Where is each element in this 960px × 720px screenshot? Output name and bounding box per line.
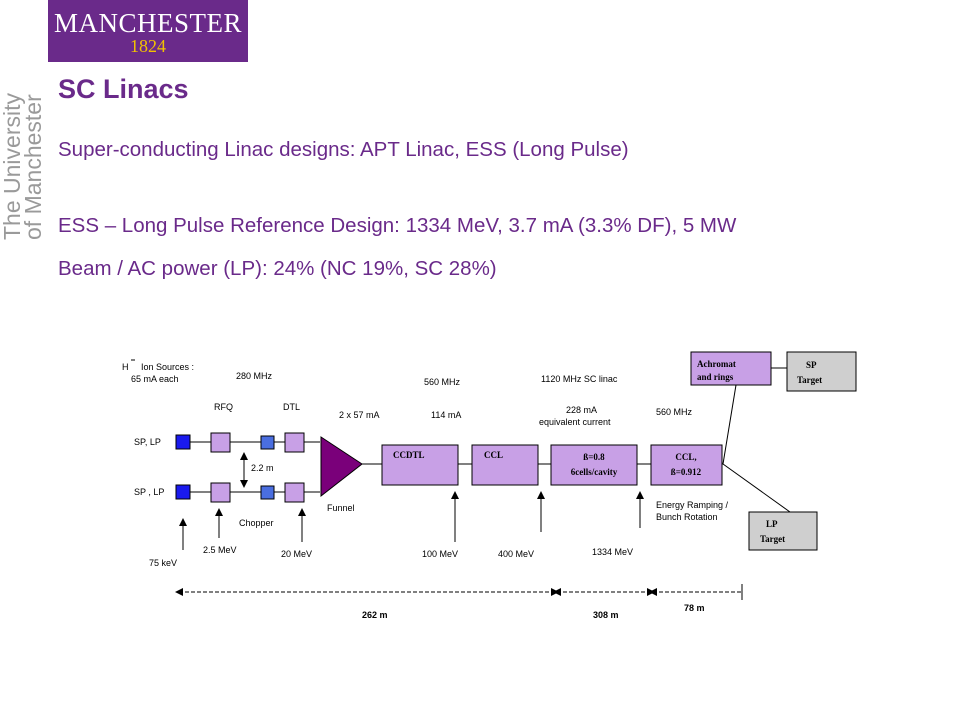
lp-target-label: LP — [766, 519, 778, 529]
beta08-label: ß=0.8 — [583, 452, 605, 462]
slide-title: SC Linacs — [58, 74, 189, 104]
sp-target-label: SP — [806, 360, 817, 370]
branch-to-achromat — [722, 384, 737, 465]
logo-year: 1824 — [130, 36, 166, 56]
funnel-shape — [320, 436, 363, 498]
length-262m: 262 m — [362, 610, 388, 620]
sp-target-box — [786, 351, 857, 392]
freq-560-a: 560 MHz — [424, 377, 461, 387]
dim-2-2m-label: 2.2 m — [251, 463, 274, 473]
energy-20mev: 20 MeV — [281, 549, 312, 559]
rfq-top — [210, 432, 231, 453]
ion-source-top — [175, 434, 191, 450]
equiv-current: equivalent current — [539, 417, 611, 427]
ccdtl-box — [381, 444, 459, 486]
energy-100mev: 100 MeV — [422, 549, 458, 559]
body-line-3: Beam / AC power (LP): 24% (NC 19%, SC 28… — [58, 257, 497, 280]
beta08-cells: 6cells/cavity — [571, 467, 618, 477]
ccdtl-label: CCDTL — [393, 450, 425, 460]
rfq-bottom — [210, 482, 231, 503]
body-line-1: Super-conducting Linac designs: APT Lina… — [58, 138, 629, 161]
chopper-top — [260, 435, 275, 450]
energy-2-5mev: 2.5 MeV — [203, 545, 237, 555]
row-label-top: SP, LP — [134, 437, 161, 447]
row-label-bottom: SP , LP — [134, 487, 164, 497]
university-logo: MANCHESTER 1824 — [48, 0, 248, 62]
body-line-2: ESS – Long Pulse Reference Design: 1334 … — [58, 214, 737, 237]
ccl-beta0912-box — [650, 444, 723, 486]
length-78m: 78 m — [684, 603, 705, 613]
lp-target-word: Target — [760, 534, 785, 544]
current-228: 228 mA — [566, 405, 597, 415]
achromat-box — [690, 351, 772, 386]
chopper-label: Chopper — [239, 518, 274, 528]
length-308m: 308 m — [593, 610, 619, 620]
freq-560-b: 560 MHz — [656, 407, 693, 417]
ccl2-label: CCL, — [675, 452, 696, 462]
dtl-label: DTL — [283, 402, 300, 412]
lp-target-box — [748, 511, 818, 551]
achromat-rings: and rings — [697, 372, 734, 382]
ion-sources-label: Ion Sources : — [141, 362, 194, 372]
freq-1120: 1120 MHz SC linac — [541, 374, 618, 384]
branch-to-lp-target — [722, 463, 791, 513]
chopper-bottom — [260, 485, 275, 500]
ccl-label: CCL — [484, 450, 503, 460]
bunch-rotation: Bunch Rotation — [656, 512, 718, 522]
ion-sources-current: 65 mA each — [131, 374, 179, 384]
freq-280: 280 MHz — [236, 371, 273, 381]
ion-sources-h: H — [122, 362, 129, 372]
dtl-bottom — [284, 482, 305, 503]
funnel-label: Funnel — [327, 503, 355, 513]
energy-75kev: 75 keV — [149, 558, 177, 568]
current-114: 114 mA — [431, 410, 461, 420]
ccl-box — [471, 444, 539, 486]
achromat-label: Achromat — [697, 359, 736, 369]
energy-1334mev: 1334 MeV — [592, 547, 633, 557]
logo-wordmark: MANCHESTER — [53, 8, 242, 38]
energy-ramping: Energy Ramping / — [656, 500, 729, 510]
sc-beta08-box — [550, 444, 638, 486]
rfq-label: RFQ — [214, 402, 233, 412]
current-2x57: 2 x 57 mA — [339, 410, 380, 420]
ccl2-beta: ß=0.912 — [671, 467, 702, 477]
ion-source-bottom — [175, 484, 191, 500]
energy-400mev: 400 MeV — [498, 549, 534, 559]
sp-target-word: Target — [797, 375, 822, 385]
dtl-top — [284, 432, 305, 453]
